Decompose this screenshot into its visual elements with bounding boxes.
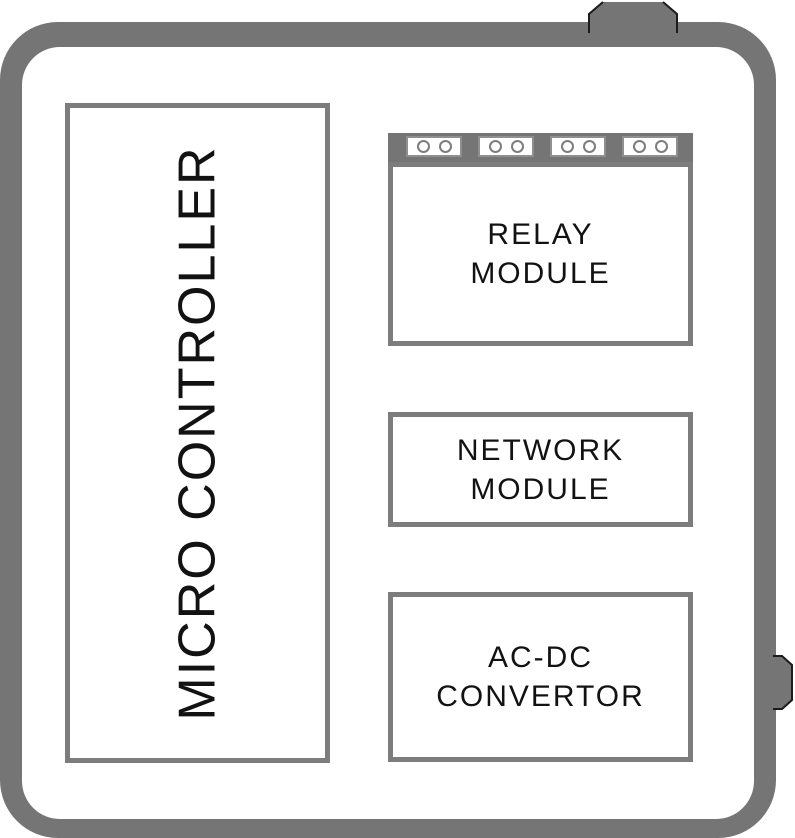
micro-controller-box: MICRO CONTROLLER: [65, 103, 330, 763]
top-tab-shape: [589, 2, 677, 37]
terminal-hole: [582, 140, 596, 153]
terminal-hole: [632, 140, 646, 153]
side-tab: [773, 655, 793, 710]
top-tab-right-edge: [662, 1, 678, 33]
side-tab-shape: [773, 656, 792, 709]
terminal-hole: [560, 140, 574, 153]
relay-module-label: RELAY MODULE: [470, 218, 611, 290]
terminal-hole: [416, 140, 430, 153]
relay-module-box: RELAY MODULE: [388, 162, 693, 346]
ac-dc-convertor-box: AC-DC CONVERTOR: [388, 592, 693, 762]
top-tab-left-edge: [588, 1, 604, 33]
terminal-hole: [654, 140, 668, 153]
terminal-block: [622, 136, 678, 157]
terminal-block: [550, 136, 606, 157]
ac-dc-convertor-label: AC-DC CONVERTOR: [436, 641, 645, 713]
top-tab: [588, 1, 678, 37]
terminal-block: [406, 136, 462, 157]
terminal-hole: [488, 140, 502, 153]
terminal-block: [478, 136, 534, 157]
micro-controller-label: MICRO CONTROLLER: [168, 145, 227, 721]
terminal-hole: [510, 140, 524, 153]
terminal-hole: [438, 140, 452, 153]
network-module-box: NETWORK MODULE: [388, 412, 693, 527]
network-module-label: NETWORK MODULE: [456, 433, 625, 506]
side-tab-edge: [773, 655, 793, 710]
terminal-strip: [388, 133, 693, 162]
